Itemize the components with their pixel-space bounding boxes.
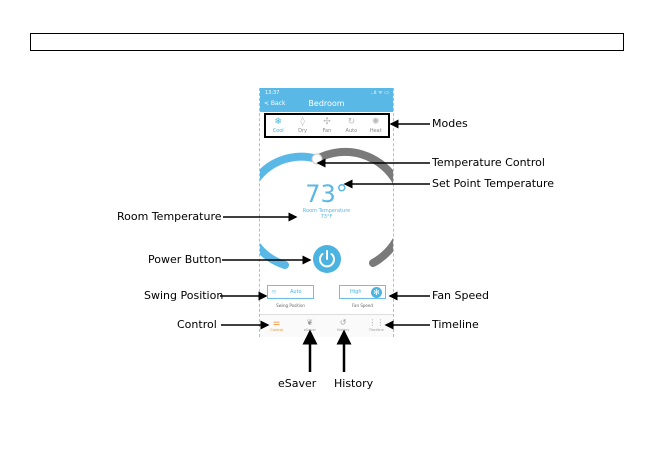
mode-dry[interactable]: ◊ Dry (292, 117, 314, 134)
mode-label: Fan (322, 128, 332, 134)
mode-label: Dry (298, 128, 308, 134)
mode-label: Auto (345, 128, 358, 134)
callout-swing-position: Swing Position (144, 289, 224, 302)
power-button[interactable] (313, 245, 341, 273)
set-point-temperature: 73° (305, 180, 348, 208)
status-time: 13:37 (265, 90, 280, 96)
sliders-icon: ⚌ (273, 318, 281, 327)
callout-modes: Modes (432, 117, 468, 130)
fan-speed-button[interactable]: High ✻ (339, 285, 386, 299)
mode-cool[interactable]: ❄ Cool (267, 117, 289, 134)
callout-temperature-control: Temperature Control (432, 156, 545, 169)
swing-icon: ≋ (271, 288, 277, 296)
mode-label: Heat (369, 128, 382, 134)
header-bar (30, 33, 624, 51)
room-temperature-label: Room Temperature (302, 208, 351, 214)
status-bar: 13:37 ..ıl ᯤ ▭ (260, 88, 393, 98)
fan-speed-label: Fan Speed (352, 303, 373, 308)
power-icon (319, 250, 335, 268)
callout-room-temperature: Room Temperature (117, 210, 222, 223)
phone-screen: 13:37 ..ıl ᯤ ▭ < Back Bedroom ❄ Cool ◊ D… (259, 88, 394, 337)
fan-speed-value: High (350, 289, 362, 295)
swing-position-label: Swing Position (276, 303, 305, 308)
tab-label: Control (270, 328, 283, 332)
temperature-arc-inactive (313, 148, 393, 267)
back-button[interactable]: < Back (264, 100, 286, 107)
leaf-icon: ❦ (306, 318, 314, 327)
callout-history: History (334, 377, 374, 390)
mode-label: Cool (272, 128, 284, 134)
callout-power-button: Power Button (148, 253, 222, 266)
nav-bar: < Back Bedroom (260, 98, 393, 112)
callout-timeline: Timeline (432, 318, 479, 331)
room-temperature-value: 73°F (320, 214, 333, 220)
timeline-icon: ⋮⋮ (368, 318, 385, 327)
mode-heat[interactable]: ✺ Heat (365, 117, 387, 134)
history-icon: ↺ (339, 318, 347, 327)
fan-icon: ✻ (371, 287, 382, 298)
droplet-icon: ◊ (300, 117, 305, 127)
mode-selector: ❄ Cool ◊ Dry ✣ Fan ↻ Auto ✺ Heat (264, 113, 390, 138)
fan-icon: ✣ (323, 117, 331, 127)
callout-set-point-temperature: Set Point Temperature (432, 177, 555, 190)
mode-fan[interactable]: ✣ Fan (316, 117, 338, 134)
auto-icon: ↻ (347, 117, 356, 127)
page-title: Bedroom (308, 99, 345, 108)
callout-control: Control (177, 318, 217, 331)
mode-auto[interactable]: ↻ Auto (340, 117, 362, 134)
tab-timeline[interactable]: ⋮⋮ Timeline (360, 315, 393, 337)
tab-control[interactable]: ⚌ Control (260, 315, 293, 337)
callout-esaver: eSaver (278, 377, 317, 390)
tab-label: Timeline (368, 328, 384, 332)
snowflake-icon: ❄ (274, 117, 282, 127)
callout-fan-speed: Fan Speed (432, 289, 490, 302)
swing-position-button[interactable]: ≋ Auto (267, 285, 314, 299)
temperature-arc-active (260, 152, 321, 269)
sun-icon: ✺ (371, 117, 380, 127)
swing-value: Auto (290, 289, 302, 295)
signal-icon: ..ıl ᯤ ▭ (370, 90, 389, 96)
